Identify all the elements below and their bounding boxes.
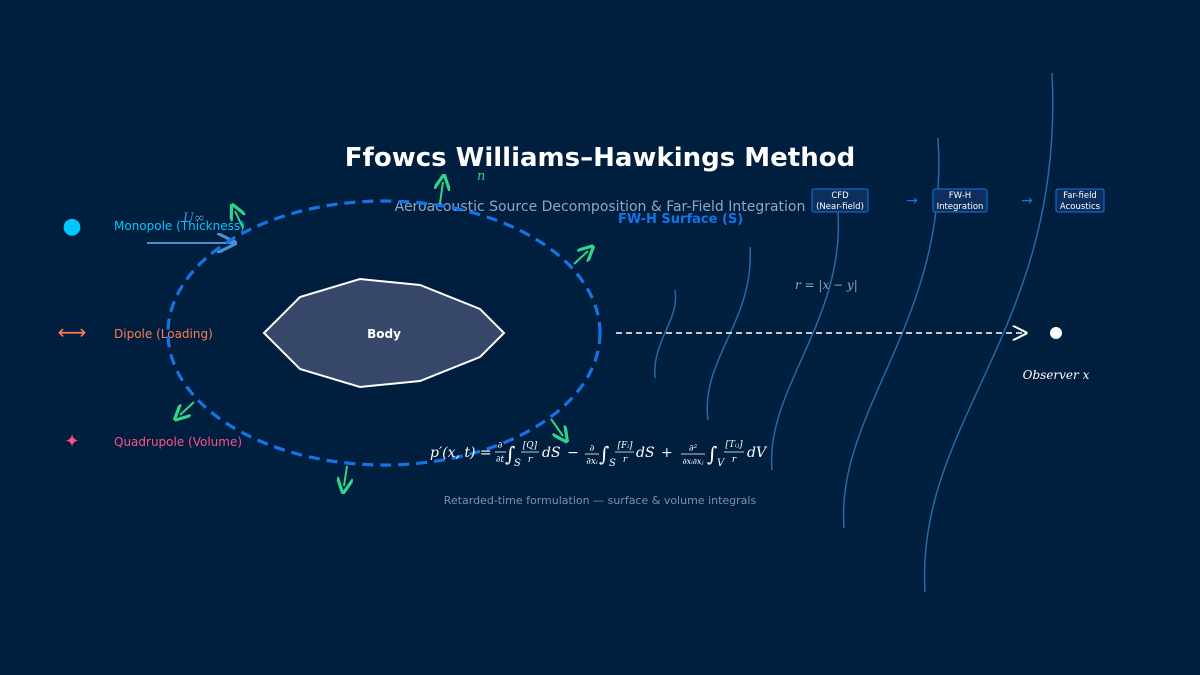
- equation-term2-dS: dS: [636, 445, 655, 461]
- page-subtitle: Aeroacoustic Source Decomposition & Far-…: [395, 199, 806, 215]
- dipole-icon: ⟷: [58, 320, 87, 344]
- equation-term1-operator: ∂: [498, 441, 503, 451]
- normal-label: n: [477, 169, 485, 184]
- pipeline-arrow-icon: →: [1021, 193, 1033, 209]
- pipeline-farfield-line2: Acoustics: [1060, 202, 1101, 212]
- quadrupole-icon: ✦: [64, 431, 79, 452]
- pipeline-fwh-line2: Integration: [937, 202, 984, 212]
- integral-sign: ∫: [707, 442, 717, 466]
- integral-sign: ∫: [599, 442, 609, 466]
- equation-term1-r: r: [528, 455, 533, 465]
- monopole-icon: ●: [62, 214, 81, 239]
- normal-arrow: [550, 418, 563, 436]
- surface-normals: [180, 182, 588, 486]
- observer-label: Observer x: [1023, 368, 1090, 382]
- pipeline-box-farfield: [1055, 188, 1105, 213]
- fwh-surface: [166, 199, 602, 467]
- integral-sign: ∫: [505, 442, 515, 466]
- wavefront-3: [770, 211, 840, 471]
- integral-domain-S: S: [609, 458, 616, 469]
- fwh-surface-label: FW-H Surface (S): [618, 212, 743, 227]
- equation-caption: Retarded-time formulation — surface & vo…: [444, 494, 757, 507]
- pipeline-box-cfd: [811, 188, 869, 213]
- pipeline-box-fwh: [932, 188, 988, 213]
- distance-label: r = |x − y|: [795, 278, 858, 292]
- legend-dipole-label: Dipole (Loading): [114, 327, 213, 341]
- equation-term2-r: r: [623, 455, 628, 465]
- wavefront-1: [654, 289, 677, 379]
- body-label: Body: [367, 327, 401, 341]
- wavefront-2: [706, 246, 751, 421]
- equation-term2-numerator: [Fᵢ]: [617, 441, 633, 451]
- equation-lhs: p′(x, t) =: [430, 445, 492, 461]
- normal-arrow: [440, 182, 443, 204]
- legend-quadrupole-label: Quadrupole (Volume): [114, 435, 242, 449]
- normal-arrow: [235, 211, 243, 229]
- pipeline: CFD (Near-field) → FW-H Integration → Fa…: [811, 188, 1105, 213]
- equation-term3-operator: ∂²: [689, 444, 698, 454]
- equation-term2-operator: ∂: [590, 444, 595, 454]
- equation-term3-r: r: [732, 455, 737, 465]
- observer-point: [1050, 327, 1062, 339]
- equation-term1-dS: dS: [542, 445, 561, 461]
- equation-term3-dV: dV: [747, 445, 768, 461]
- legend-monopole-label: Monopole (Thickness): [114, 219, 245, 233]
- equation-term1-numerator: [Q]: [523, 441, 538, 451]
- normal-arrow: [344, 465, 347, 486]
- integral-domain-V: V: [717, 458, 726, 469]
- normal-arrow: [573, 251, 588, 265]
- equation-plus: +: [661, 445, 673, 461]
- wavefront-5: [923, 72, 1054, 593]
- equation-minus: −: [567, 445, 579, 461]
- integral-domain-S: S: [514, 458, 521, 469]
- fwh-equation: p′(x, t) = ∂ ∂t ∫ S [Q] r dS − ∂ ∂xᵢ ∫ S…: [430, 440, 768, 469]
- equation-term3-denominator: ∂xᵢ∂xⱼ: [682, 457, 704, 466]
- pipeline-farfield-line1: Far-field: [1063, 191, 1097, 201]
- equation-term2-denominator: ∂xᵢ: [586, 457, 598, 467]
- page-title: Ffowcs Williams–Hawkings Method: [345, 143, 855, 173]
- pipeline-fwh-line1: FW-H: [949, 191, 971, 201]
- pipeline-cfd-line2: (Near-field): [816, 202, 864, 212]
- pipeline-arrow-icon: →: [906, 193, 918, 209]
- freestream-label: U∞: [183, 211, 205, 226]
- equation-term3-numerator: [Tᵢⱼ]: [725, 440, 743, 450]
- normal-arrow: [180, 401, 195, 415]
- equation-term1-denominator: ∂t: [496, 455, 505, 465]
- pipeline-cfd-line1: CFD: [831, 191, 849, 201]
- source-legend: ● Monopole (Thickness) ⟷ Dipole (Loading…: [58, 214, 245, 452]
- body-shape: [262, 277, 506, 389]
